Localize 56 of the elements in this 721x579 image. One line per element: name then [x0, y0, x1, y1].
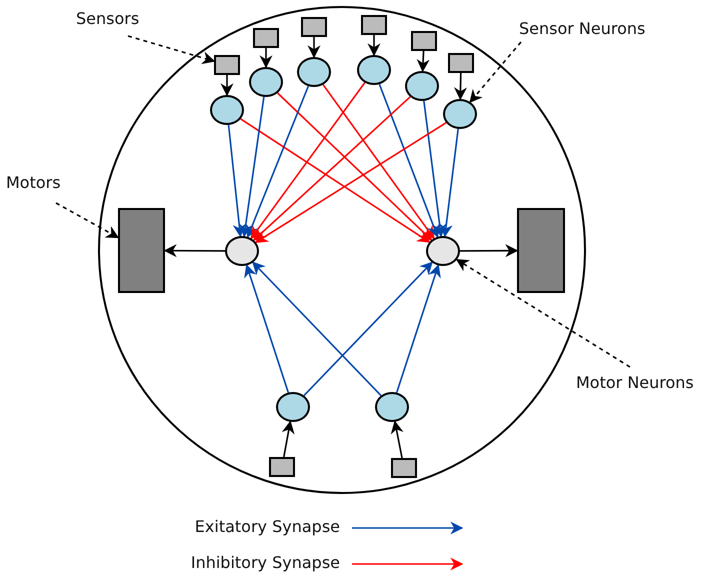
- arrow: [260, 48, 272, 68]
- sensor-neuron: [405, 71, 439, 101]
- motor-neuron: [225, 236, 259, 266]
- sensor-box: [214, 55, 240, 75]
- sensor-box: [411, 31, 437, 51]
- arrow: [460, 244, 518, 258]
- synapse-arrow: [252, 96, 411, 242]
- synapse-arrow: [254, 122, 447, 243]
- leader-line: [56, 202, 120, 238]
- synapse-arrow: [239, 96, 265, 238]
- arrow: [282, 420, 295, 458]
- arrow: [308, 37, 320, 58]
- leader-line: [456, 258, 630, 368]
- leader-line: [128, 35, 216, 64]
- motor-neuron: [426, 236, 460, 266]
- synapse-arrow: [252, 262, 382, 396]
- synapse-arrow: [244, 264, 290, 393]
- synapse-arrow: [423, 100, 446, 238]
- sensor-box: [448, 53, 474, 73]
- legend-label: Exitatory Synapse: [194, 518, 340, 536]
- arrow: [164, 244, 225, 258]
- synapse-arrow: [303, 262, 433, 396]
- motor-block: [118, 208, 165, 293]
- sensor-box: [301, 17, 327, 37]
- sensor-neuron: [276, 392, 310, 422]
- synapse-arrow: [228, 124, 246, 238]
- callout-label: Motor Neurons: [576, 374, 695, 392]
- sensor-neuron: [357, 55, 391, 85]
- motor-block: [517, 208, 565, 293]
- callout-label: Sensor Neurons: [519, 20, 646, 38]
- arrow: [416, 50, 430, 72]
- sensor-neuron: [375, 392, 409, 422]
- arrow: [368, 35, 380, 56]
- synapse-arrow: [440, 128, 459, 238]
- synapse-arrow: [378, 84, 440, 238]
- synapse-arrow: [240, 118, 430, 243]
- sensor-box: [391, 458, 417, 478]
- synapse-arrow: [246, 86, 310, 238]
- sensor-neuron: [297, 57, 331, 87]
- sensor-neuron: [210, 95, 244, 125]
- legend-label: Inhibitory Synapse: [190, 554, 340, 572]
- sensor-box: [361, 15, 387, 35]
- sensor-box: [253, 28, 279, 48]
- synapse-arrow: [396, 264, 441, 393]
- arrow: [454, 72, 468, 100]
- arrow: [390, 420, 404, 458]
- leader-line: [469, 41, 522, 103]
- synapse-arrow: [276, 92, 432, 241]
- sensor-neuron: [443, 99, 477, 129]
- callout-label: Motors: [6, 174, 62, 192]
- sensor-neuron: [249, 67, 283, 97]
- callout-label: Sensors: [76, 10, 140, 28]
- synapse-arrow: [250, 82, 366, 240]
- arrow: [220, 75, 234, 96]
- sensor-box: [269, 457, 295, 477]
- synapse-arrow: [322, 84, 435, 240]
